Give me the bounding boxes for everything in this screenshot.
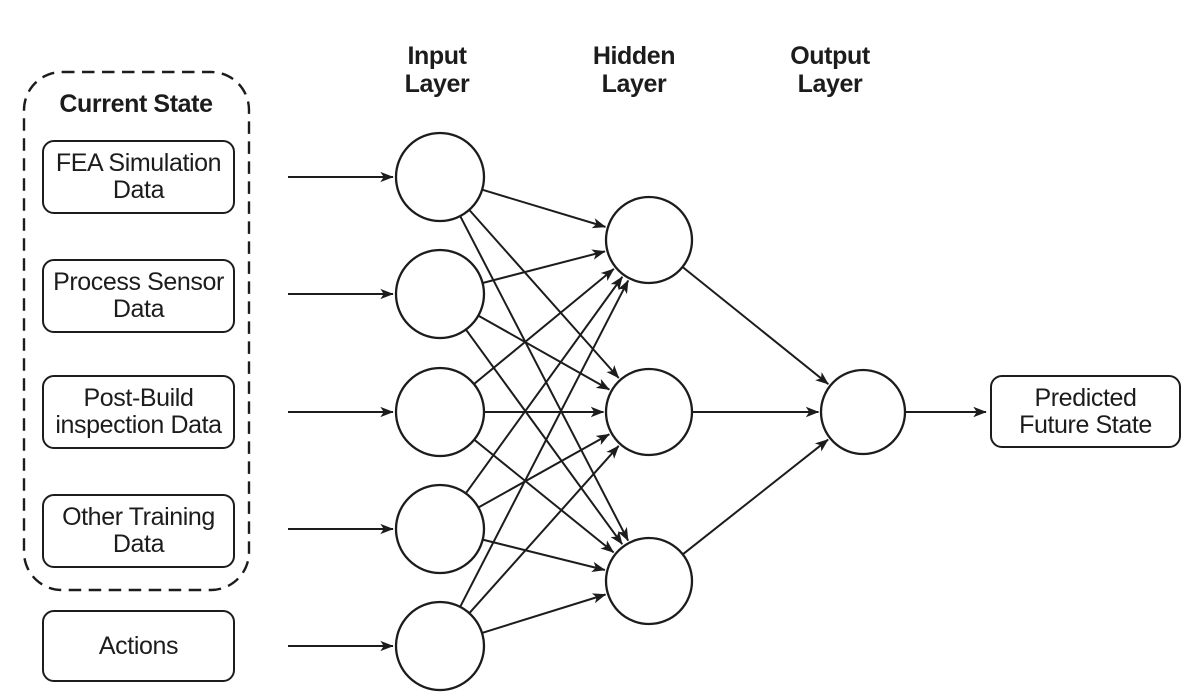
actions-box: Actions [42, 610, 235, 682]
post-build-inspection-data-box: Post-Build inspection Data [42, 375, 235, 449]
conn-hidden1-output1 [682, 266, 829, 385]
conn-input4-hidden3 [482, 538, 606, 572]
hidden-node-3 [604, 536, 694, 626]
box-label: Process Sensor Data [53, 268, 224, 323]
input-node-1 [394, 131, 486, 223]
output-node [819, 368, 907, 456]
conn-input1-hidden3 [459, 216, 629, 542]
conn-hidden3-output1 [682, 438, 829, 555]
input-node-3 [394, 366, 486, 458]
output-layer-label: Output Layer [790, 42, 870, 98]
predicted-future-state-box: Predicted Future State [990, 375, 1181, 448]
input-node-5 [394, 600, 486, 692]
hidden-node-1 [604, 195, 694, 285]
process-sensor-data-box: Process Sensor Data [42, 259, 235, 333]
connection-lines-layer [288, 171, 987, 652]
conn-input5-hidden1 [459, 279, 630, 607]
current-state-title: Current State [59, 90, 213, 118]
conn-input5-hidden2 [468, 445, 620, 614]
input-node-2 [394, 248, 486, 340]
conn-input2-hidden3 [465, 329, 624, 545]
conn-input4-hidden2 [478, 433, 610, 509]
conn-input2-hidden2 [478, 315, 610, 391]
current-state-dashed-container [22, 70, 251, 592]
conn-input3-hidden1 [473, 268, 615, 385]
box-label: Predicted Future State [1019, 383, 1152, 439]
hidden-node-2 [604, 367, 694, 457]
fea-simulation-data-box: FEA Simulation Data [42, 140, 235, 214]
conn-input1-hidden2 [468, 209, 620, 379]
input-layer-label: Input Layer [404, 42, 470, 98]
hidden-layer-label: Hidden Layer [592, 42, 676, 98]
box-label: Actions [98, 631, 179, 660]
conn-input1-hidden1 [482, 188, 607, 229]
conn-input2-hidden1 [482, 249, 606, 284]
input-node-4 [394, 483, 486, 575]
box-label: FEA Simulation Data [55, 149, 222, 204]
conn-input3-hidden3 [473, 439, 615, 554]
other-training-data-box: Other Training Data [42, 494, 235, 568]
conn-input4-hidden1 [465, 276, 624, 494]
box-label: Other Training Data [62, 503, 215, 558]
neuron-nodes-layer [394, 131, 907, 692]
box-label: Post-Build inspection Data [55, 384, 222, 439]
conn-input5-hidden3 [482, 593, 607, 634]
